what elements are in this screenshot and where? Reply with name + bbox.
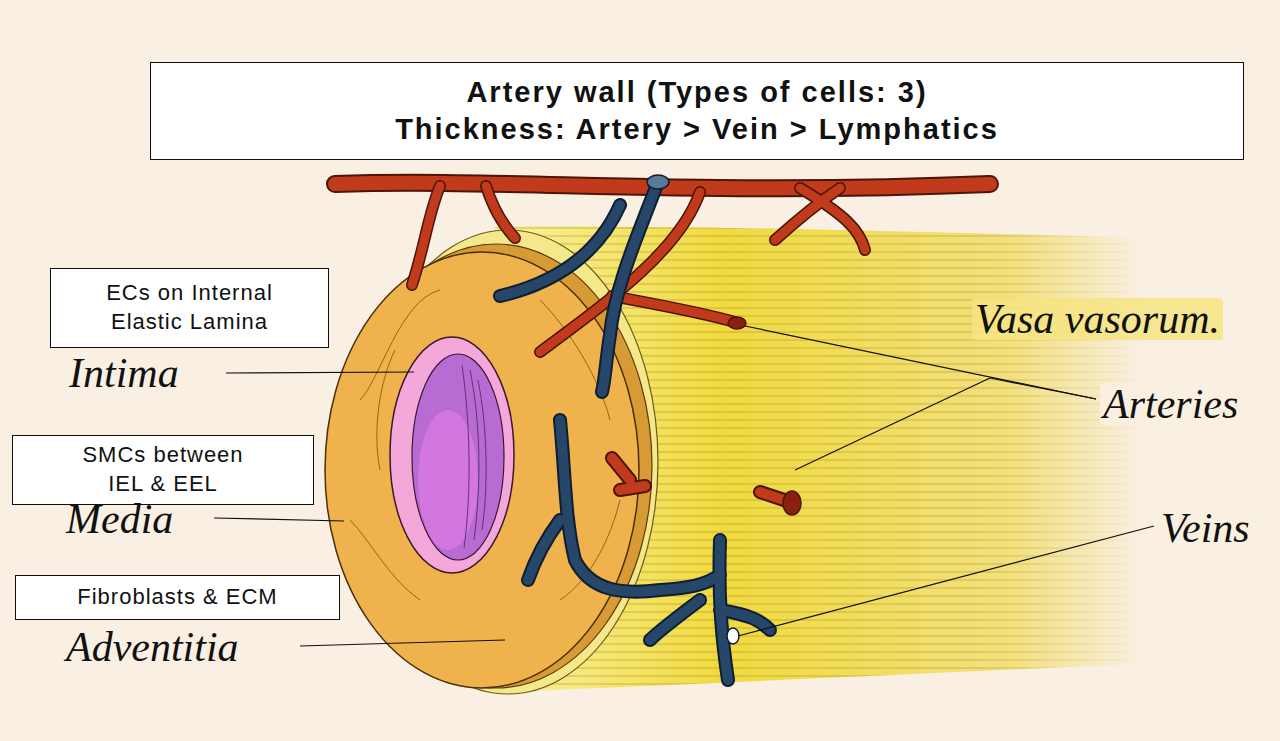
layer-label: Intima [66,352,182,394]
leader-line [738,526,1154,636]
artery-stub [612,458,790,502]
layer-label: Media [63,498,176,540]
title-text: Thickness: Artery > Vein > Lymphatics [395,111,999,148]
box-text: ECs on Internal Elastic Lamina [70,279,310,336]
leader-line [795,378,990,470]
vein-opening [647,175,669,189]
adventitia-note-box: Fibroblasts & ECM [15,575,340,620]
vasa-veins [500,175,770,680]
media-note-box: SMCs between IEL & EEL [12,435,314,505]
title-box: Artery wall (Types of cells: 3)Thickness… [150,62,1244,160]
leader-line [226,372,414,373]
leader-line [990,378,1096,399]
vessel-label: Veins [1158,507,1253,549]
leader-line [300,640,505,646]
artery-branch-outline [412,186,865,352]
box-text: Fibroblasts & ECM [77,583,277,612]
vein-outline [500,182,770,680]
lumen-lines [462,365,486,548]
leader-line [214,518,344,521]
intima-note-box: ECs on Internal Elastic Lamina [50,268,329,348]
lumen [412,354,504,560]
vein [500,182,770,680]
vasa-arteries [335,183,990,515]
artery-opening [783,491,801,515]
title-text: Artery wall (Types of cells: 3) [466,74,927,111]
box-text: SMCs between IEL & EEL [63,441,263,498]
leader-lines [214,326,1154,646]
artery-opening [728,317,746,329]
artery-stub-outline [612,458,790,502]
vein-opening [727,628,739,644]
region-label: Vasa vasorum. [972,298,1223,340]
layer-label: Adventitia [63,626,242,668]
artery-branch [412,186,865,352]
vessel-label: Arteries [1100,383,1241,425]
